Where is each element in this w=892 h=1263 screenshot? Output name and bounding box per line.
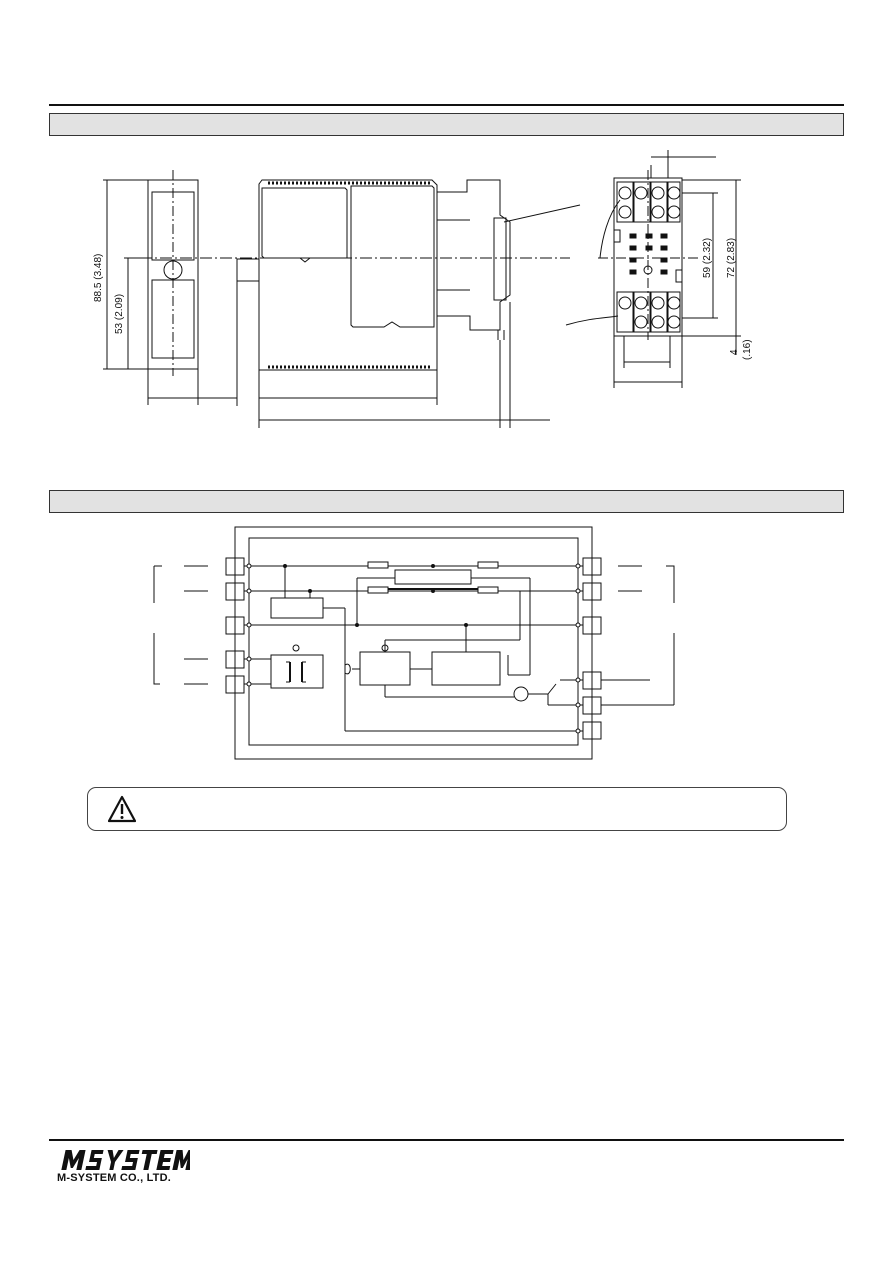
front-view bbox=[103, 170, 570, 405]
section-header-schematic bbox=[49, 490, 844, 513]
warning-icon bbox=[108, 795, 136, 823]
dim-socket-height: 72 (2.83) bbox=[726, 238, 737, 278]
dim-height-center: 53 (2.09) bbox=[114, 294, 125, 334]
bottom-rule bbox=[49, 1139, 844, 1141]
warning-box bbox=[87, 787, 787, 831]
side-view bbox=[198, 179, 581, 428]
top-rule bbox=[49, 104, 844, 106]
dim-height-total: 88.5 (3.48) bbox=[93, 254, 104, 302]
schematic-diagram bbox=[153, 526, 675, 760]
dim-socket-offset-inch: (.16) bbox=[742, 339, 753, 360]
msystem-logo bbox=[61, 1150, 190, 1170]
section-header-dimensions bbox=[49, 113, 844, 136]
socket-view bbox=[565, 150, 741, 388]
company-name: M-SYSTEM CO., LTD. bbox=[57, 1172, 172, 1184]
dim-socket-offset: 4 bbox=[729, 349, 740, 355]
dim-socket-pitch: 59 (2.32) bbox=[702, 238, 713, 278]
